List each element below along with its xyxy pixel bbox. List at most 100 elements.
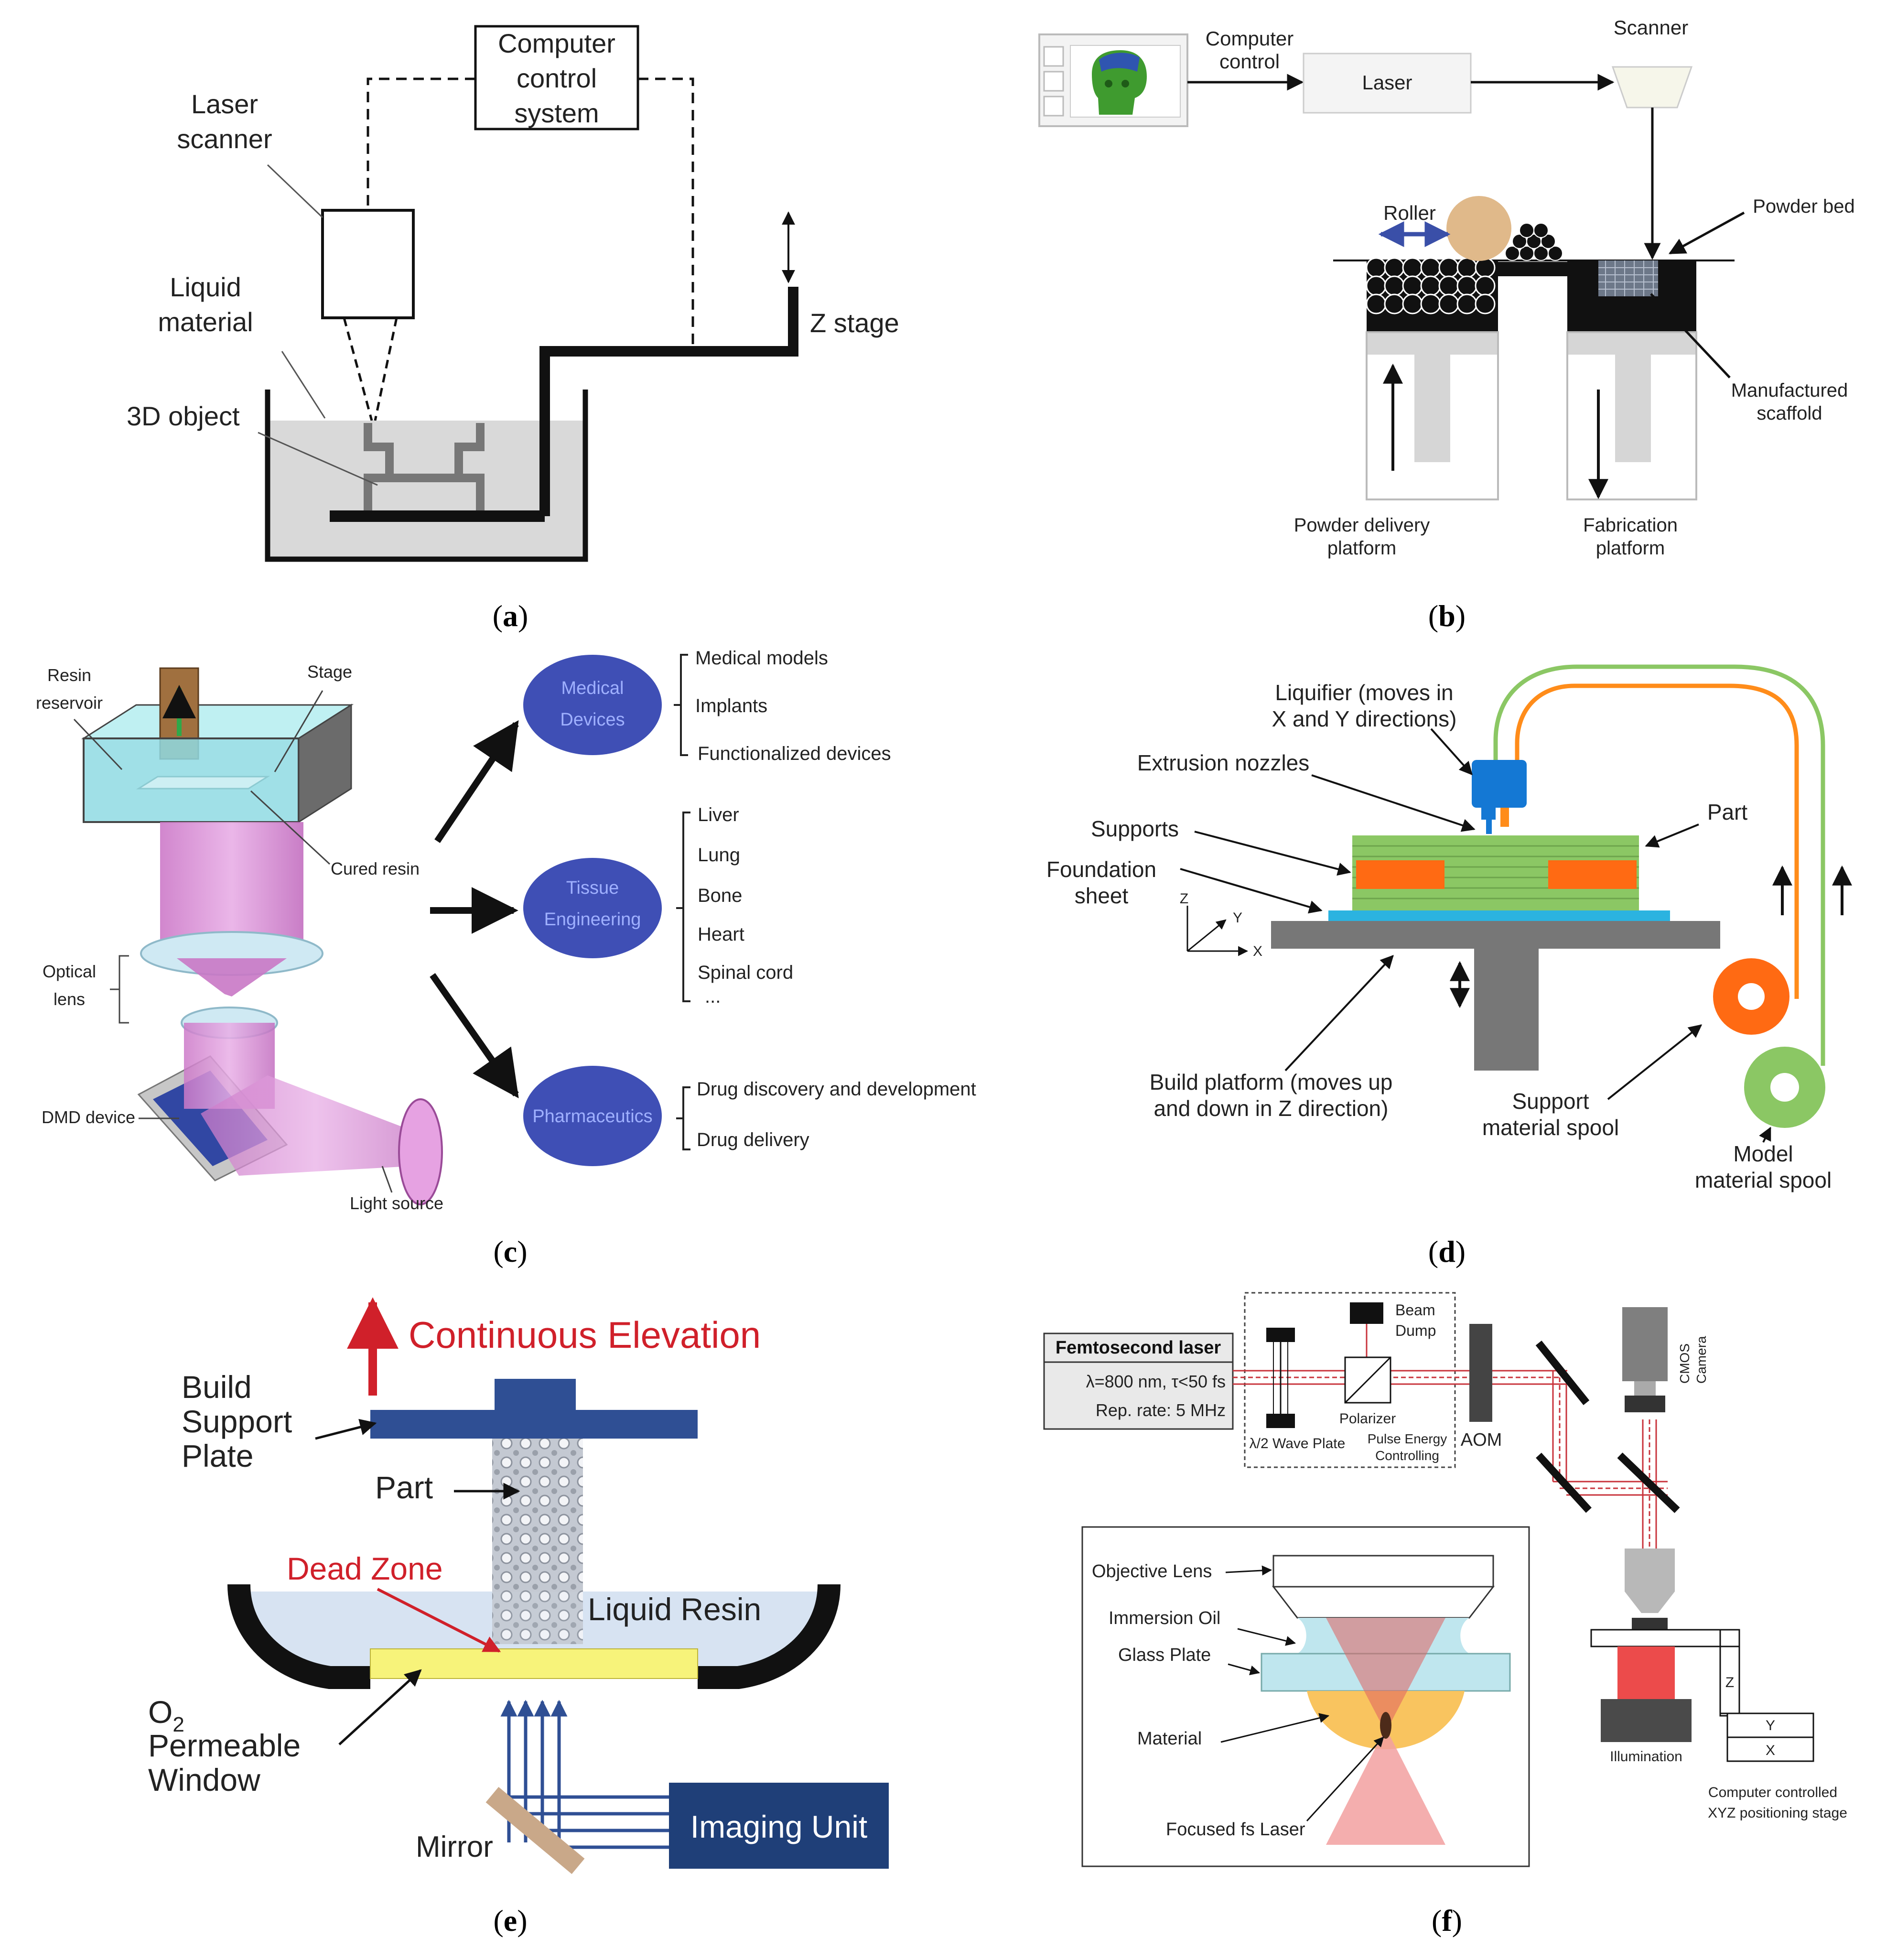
laser-beam-left — [343, 317, 373, 421]
tissue-item-1: Liver — [698, 804, 739, 825]
foundation-sheet-label-1: Foundation — [1046, 857, 1156, 882]
dmd-device-label: DMD device — [42, 1107, 135, 1127]
computer-control-label-3: system — [514, 98, 599, 128]
computer-control-box — [474, 25, 639, 130]
illumination-box — [1601, 1699, 1692, 1742]
liquid-material-leader — [281, 351, 326, 419]
laser-scanner-label-2: scanner — [177, 124, 272, 154]
pulse-energy-box — [1244, 1292, 1456, 1468]
manufactured-scaffold-block — [1598, 260, 1658, 296]
caption-f: (f) — [1432, 1904, 1462, 1938]
reservoir-side — [298, 704, 352, 823]
pulse-energy-label-1: Pulse Energy — [1368, 1431, 1447, 1446]
optical-lens-label-2: lens — [54, 989, 85, 1009]
ellipse-pharmaceutics — [523, 1066, 662, 1166]
tissue-item-4: Heart — [698, 924, 744, 945]
z-stage-label: Z stage — [810, 308, 899, 338]
support-left — [1356, 860, 1444, 889]
panel-c: Resin reservoir Stage Cured resin Optica… — [36, 648, 976, 1268]
mirror-label: Mirror — [416, 1830, 493, 1863]
medical-devices-label-1: Medical — [561, 678, 624, 698]
mirror — [485, 1787, 585, 1874]
arrow-to-pharma — [430, 973, 519, 1099]
objective-lens-inset — [1272, 1555, 1494, 1588]
roller — [1446, 196, 1511, 261]
laser-label-b: Laser — [1362, 71, 1412, 94]
laser-cone-upper — [1326, 1618, 1445, 1728]
tissue-item-5: Spinal cord — [698, 962, 793, 983]
fabrication-piston — [1566, 331, 1697, 500]
stage-z — [1719, 1646, 1740, 1714]
femto-spec-1: λ=800 nm, τ<50 fs — [1086, 1372, 1226, 1391]
laser-scanner-label-1: Laser — [191, 89, 258, 119]
liquifier-label-2: X and Y directions) — [1272, 706, 1457, 731]
panel-e: Continuous Elevation Imaging Unit Build … — [148, 1297, 889, 1938]
stage-x-label: X — [1766, 1743, 1775, 1758]
laser-beam-right — [374, 317, 398, 421]
liquid-resin-label: Liquid Resin — [588, 1592, 761, 1627]
liquid-fill — [268, 421, 585, 559]
mirror-1 — [1535, 1341, 1590, 1405]
beam-focus — [177, 958, 287, 996]
object-3d-label: 3D object — [127, 401, 240, 431]
tissue-item-3: Bone — [698, 885, 742, 906]
o2-window — [370, 1648, 698, 1679]
window-label: Window — [148, 1762, 260, 1798]
computer-control-label-2: control — [517, 63, 597, 93]
scaffold-label-1: Manufactured — [1731, 380, 1848, 401]
extrusion-nozzles-label: Extrusion nozzles — [1137, 750, 1310, 775]
focused-laser-label: Focused fs Laser — [1166, 1819, 1305, 1840]
objective-lens-label: Objective Lens — [1092, 1561, 1212, 1581]
o2-label: O2 — [148, 1694, 184, 1736]
wave-plate-label: λ/2 Wave Plate — [1250, 1436, 1346, 1451]
material-label: Material — [1137, 1729, 1202, 1749]
xyz-stage-label-1: Computer controlled — [1708, 1785, 1837, 1800]
powder-bed-label: Powder bed — [1753, 196, 1854, 217]
computer-control-label-1: Computer — [498, 28, 615, 58]
object-3d-leader — [258, 432, 378, 486]
bracket-tissue — [676, 812, 690, 1002]
sample-red — [1617, 1646, 1675, 1699]
powder-delivery-piston — [1366, 331, 1499, 500]
cmos-camera — [1622, 1307, 1668, 1381]
part-label-d: Part — [1707, 800, 1748, 824]
support-right — [1548, 860, 1637, 889]
axis-z-label: Z — [1180, 891, 1188, 907]
cmos-label-1: CMOS — [1677, 1343, 1692, 1384]
model-spool-label-1: Model — [1733, 1141, 1793, 1166]
mirror-2 — [1536, 1452, 1592, 1513]
panel-d: Z Y X Liquifier (moves in X and Y direct… — [1046, 664, 1852, 1268]
beam-dump-label-1: Beam — [1395, 1301, 1435, 1319]
femto-spec-2: Rep. rate: 5 MHz — [1096, 1400, 1226, 1420]
objective-right — [1625, 1549, 1675, 1592]
immersion-oil-label: Immersion Oil — [1109, 1608, 1220, 1628]
powder-pile — [1505, 223, 1563, 261]
bracket-medical — [674, 654, 688, 756]
aom-label: AOM — [1461, 1430, 1502, 1450]
control-line-scanner — [366, 77, 475, 210]
arrow-to-medical — [434, 720, 519, 843]
computer-control-b-2: control — [1219, 50, 1280, 73]
powder-delivery-label-2: platform — [1327, 538, 1397, 559]
pharmaceutics-label: Pharmaceutics — [532, 1106, 652, 1126]
foundation-sheet — [1328, 910, 1670, 921]
foundation-sheet-label-2: sheet — [1075, 883, 1129, 908]
build-label-2: Support — [182, 1404, 292, 1439]
powder-bed-leader — [1668, 211, 1745, 255]
tissue-engineering-label-1: Tissue — [566, 878, 619, 898]
liquifier-head — [1472, 760, 1527, 808]
caption-a: (a) — [493, 599, 528, 633]
ellipse-medical-devices — [523, 655, 662, 755]
scaffold-leader — [1650, 293, 1731, 379]
vat-wall-left — [227, 1584, 370, 1689]
vat — [265, 390, 588, 562]
polarizer-label: Polarizer — [1339, 1411, 1396, 1427]
pulse-energy-label-2: Controlling — [1375, 1448, 1439, 1463]
femto-laser-box — [1043, 1332, 1234, 1430]
dead-zone-label: Dead Zone — [287, 1551, 443, 1586]
optical-lens-label-1: Optical — [43, 962, 96, 981]
tissue-engineering-label-2: Engineering — [544, 910, 641, 930]
model-filament — [1493, 664, 1825, 1066]
support-spool-label-2: material spool — [1482, 1115, 1619, 1140]
